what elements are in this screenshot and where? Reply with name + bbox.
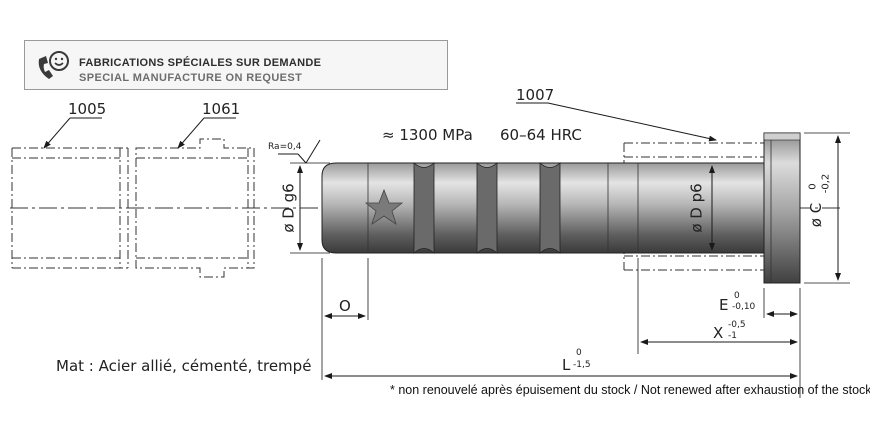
dim-l-tol-lower: -1,5 — [573, 360, 591, 370]
dim-l-label: L — [562, 356, 571, 374]
ref-1061-label: 1061 — [202, 100, 241, 118]
hardness-label: 60–64 HRC — [500, 126, 582, 144]
strength-label: ≈ 1300 MPa — [382, 126, 473, 144]
dimension-lines — [297, 135, 841, 379]
roughness-label: Ra=0,4 — [268, 142, 302, 152]
reference-leaders — [43, 102, 717, 149]
diameter-d-g6-label: ø D g6 — [279, 183, 298, 233]
dim-e-label: E — [719, 296, 729, 314]
dim-o-label: O — [339, 297, 351, 315]
dim-e-tol-upper: 0 — [734, 291, 740, 301]
stock-footnote: * non renouvelé après épuisement du stoc… — [390, 383, 870, 397]
phone-smile-icon — [35, 49, 71, 88]
dim-l-tol-upper: 0 — [576, 348, 582, 358]
diameter-d-p6-label: ø D p6 — [687, 183, 706, 233]
banner-title-fr: FABRICATIONS SPÉCIALES SUR DEMANDE — [79, 57, 322, 69]
banner-title-en: SPECIAL MANUFACTURE ON REQUEST — [79, 72, 303, 84]
dim-x-tol-upper: -0,5 — [728, 320, 746, 330]
dim-e-tol-lower: -0,10 — [732, 302, 756, 312]
roughness-symbol — [278, 139, 321, 164]
dim-x-label: X — [713, 324, 724, 342]
diameter-c-label: ø C — [807, 202, 826, 228]
ref-1005-label: 1005 — [68, 100, 107, 118]
dim-x-tol-lower: -1 — [728, 331, 737, 341]
extension-lines — [290, 132, 850, 398]
ref-1007-label: 1007 — [516, 86, 555, 104]
diameter-c-tol-upper: 0 — [807, 183, 819, 190]
star-marker — [364, 188, 404, 225]
material-label: Mat : Acier allié, cémenté, trempé — [56, 357, 312, 375]
diameter-c-tol-lower: -0,2 — [820, 173, 832, 194]
special-manufacture-banner: FABRICATIONS SPÉCIALES SUR DEMANDE SPECI… — [24, 40, 448, 90]
guide-pin — [321, 132, 801, 284]
